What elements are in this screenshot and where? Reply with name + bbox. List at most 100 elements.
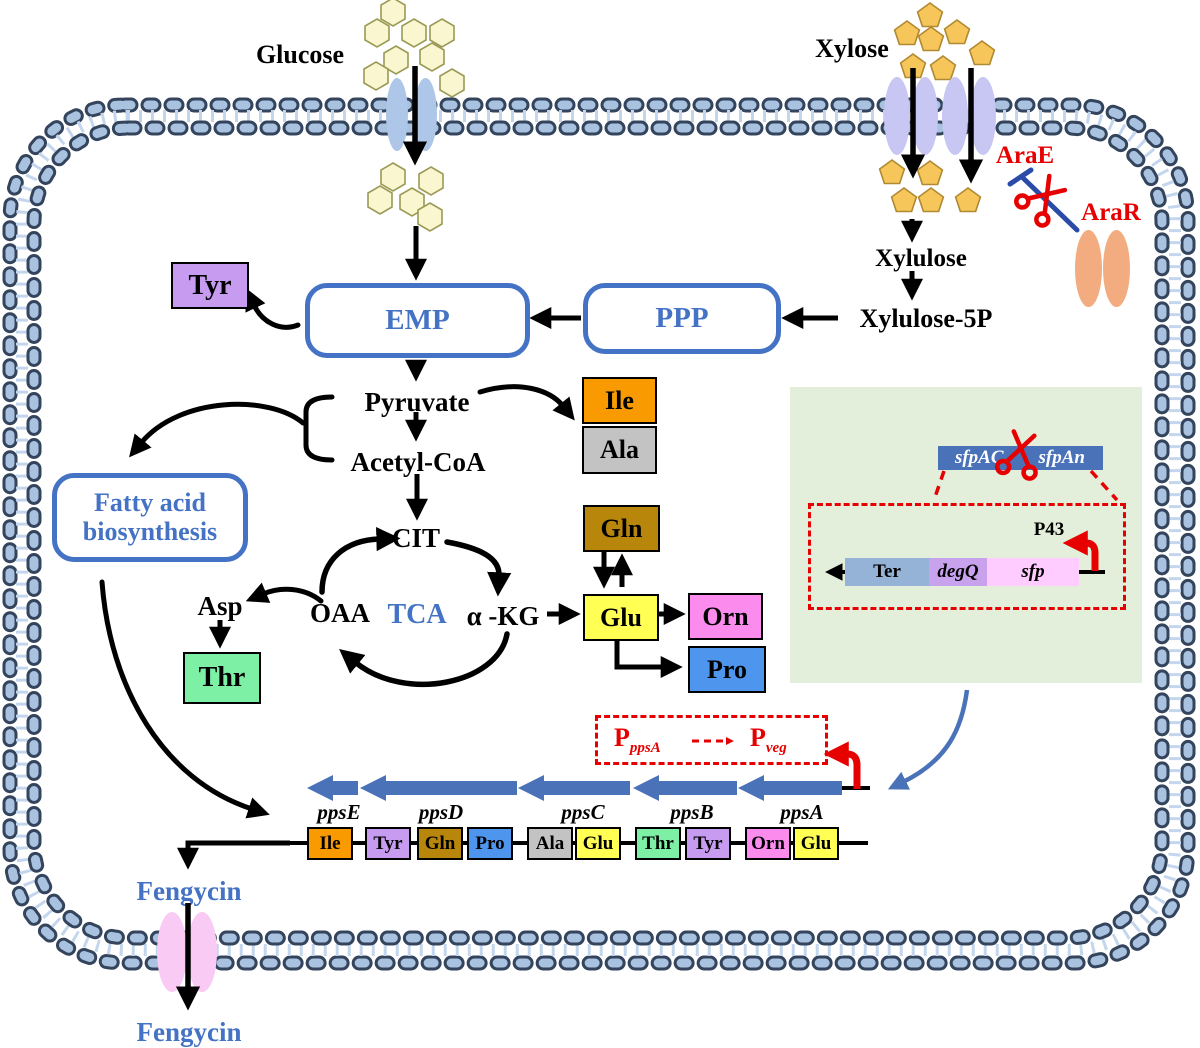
- pveg-promoter-label: Pveg: [750, 725, 787, 756]
- emp-label: EMP: [385, 303, 450, 336]
- fatty-acid-line1: Fatty acid: [94, 487, 206, 517]
- pveg-promoter-arrow: [823, 741, 861, 789]
- ppsb-label: ppsB: [670, 800, 714, 824]
- tyr-box: Tyr: [171, 262, 249, 309]
- gln-label: Gln: [600, 513, 643, 543]
- aa-row-label: Tyr: [693, 832, 723, 854]
- gln-box: Gln: [583, 505, 660, 552]
- ppsa-promoter-P: P: [614, 723, 630, 752]
- ile-label: Ile: [605, 385, 634, 415]
- pyruvate-acetylcoa-bracket: [303, 394, 335, 463]
- aa-row-label: Glu: [582, 832, 614, 854]
- arar-label: AraR: [1081, 199, 1141, 226]
- pveg-promoter-P: P: [750, 723, 766, 752]
- panel-to-cluster-arrow: [887, 689, 970, 790]
- fengycin-transporter: [157, 912, 187, 992]
- orn-box: Orn: [688, 593, 763, 640]
- sfp-gene-bar: sfpAC sfpAn: [938, 446, 1103, 470]
- glucose-transporter: [414, 78, 437, 151]
- fengycin-outside-label: Fengycin: [136, 1017, 242, 1047]
- p43-promoter-arrow: [1062, 530, 1099, 571]
- transport-arrows: [175, 66, 984, 1011]
- arar-protein: [1103, 230, 1130, 307]
- aa-row-label: Orn: [751, 832, 785, 854]
- aa-row-label: Thr: [642, 832, 674, 854]
- ala-box: Ala: [582, 426, 657, 474]
- xylose-transporter: [942, 77, 968, 155]
- p43-label: P43: [1033, 519, 1065, 540]
- xylulose-label: Xylulose: [875, 245, 967, 272]
- xylose-transporter: [912, 77, 938, 155]
- pveg-promoter-sub: veg: [765, 740, 787, 757]
- aa-row-ile: Ile: [307, 827, 353, 860]
- ppp-box: PPP: [583, 283, 781, 354]
- aa-row-label: Ala: [535, 832, 565, 854]
- aa-row-label: Pro: [475, 832, 505, 854]
- aa-row-pro: Pro: [467, 827, 513, 860]
- cell-membrane: [2, 97, 1196, 971]
- aa-row-label: Glu: [800, 832, 832, 854]
- scissors-icon: [1014, 170, 1072, 228]
- xylose-transporter: [884, 77, 910, 155]
- pyruvate-label: Pyruvate: [364, 387, 470, 417]
- aa-row-orn: Orn: [745, 827, 791, 860]
- aa-row-label: Ile: [319, 832, 341, 854]
- xylose-label: Xylose: [815, 34, 889, 63]
- arar-inhibition-line: [1007, 167, 1080, 233]
- aa-row-ala: Ala: [527, 827, 573, 860]
- thr-box: Thr: [183, 652, 261, 704]
- asp-label: Asp: [197, 591, 243, 621]
- thr-label: Thr: [198, 662, 246, 693]
- fengycin-transporter: [187, 912, 217, 992]
- arae-label: AraE: [995, 142, 1055, 169]
- ppp-label: PPP: [655, 301, 709, 334]
- xylulose5p-label: Xylulose-5P: [859, 304, 993, 333]
- ppse-label: ppsE: [317, 800, 361, 824]
- pps-gene-arrows: [307, 775, 842, 801]
- akg-label: α -KG: [466, 601, 540, 631]
- aa-row-label: Tyr: [373, 832, 403, 854]
- aa-row-glu2: Glu: [793, 827, 839, 860]
- aa-row-gln: Gln: [417, 827, 463, 860]
- tca-label: TCA: [387, 599, 447, 630]
- tca-cycle-arcs: [319, 527, 512, 688]
- pro-box: Pro: [688, 646, 766, 693]
- degq-box: degQ: [929, 558, 987, 586]
- acetyl-coa-label: Acetyl-CoA: [350, 447, 486, 477]
- sfp-box: sfp: [987, 558, 1079, 586]
- aa-row-thr: Thr: [635, 827, 681, 860]
- aa-row-tyr: Tyr: [365, 827, 411, 860]
- xylose-transporter: [970, 77, 996, 155]
- aa-row-tyr2: Tyr: [685, 827, 731, 860]
- arar-protein: [1075, 230, 1102, 307]
- sfp-cassette-dashed-box: [808, 503, 1126, 610]
- terminator-label: Ter: [873, 561, 901, 582]
- fatty-acid-line2: biosynthesis: [82, 516, 218, 546]
- scissors-icon: [996, 430, 1043, 480]
- fatty-acid-box: Fatty acid biosynthesis: [52, 473, 248, 562]
- sfpan-label: sfpAn: [1038, 447, 1085, 468]
- terminator-box: Ter: [845, 558, 929, 586]
- oaa-label: OAA: [310, 598, 370, 628]
- ppsa-label: ppsA: [780, 800, 824, 824]
- pro-label: Pro: [707, 654, 747, 684]
- sfp-label: sfp: [1021, 561, 1045, 582]
- sfpac-label: sfpAC: [954, 447, 1004, 468]
- glu-label: Glu: [600, 602, 642, 632]
- promoter-arrows: [692, 469, 1119, 789]
- ile-box: Ile: [582, 377, 657, 424]
- orn-label: Orn: [702, 601, 749, 631]
- ppsa-promoter-label: PppsA: [614, 725, 661, 756]
- tyr-label: Tyr: [188, 269, 232, 301]
- ppsa-promoter-sub: ppsA: [629, 740, 661, 757]
- glu-box: Glu: [583, 594, 659, 641]
- curved-flux-arrows: [99, 288, 575, 819]
- aa-row-glu: Glu: [575, 827, 621, 860]
- ppsc-label: ppsC: [561, 800, 605, 824]
- emp-box: EMP: [305, 283, 530, 358]
- ala-label: Ala: [600, 435, 639, 464]
- glucose-label: Glucose: [255, 40, 345, 69]
- promoter-swap-dashed-box: [595, 715, 828, 765]
